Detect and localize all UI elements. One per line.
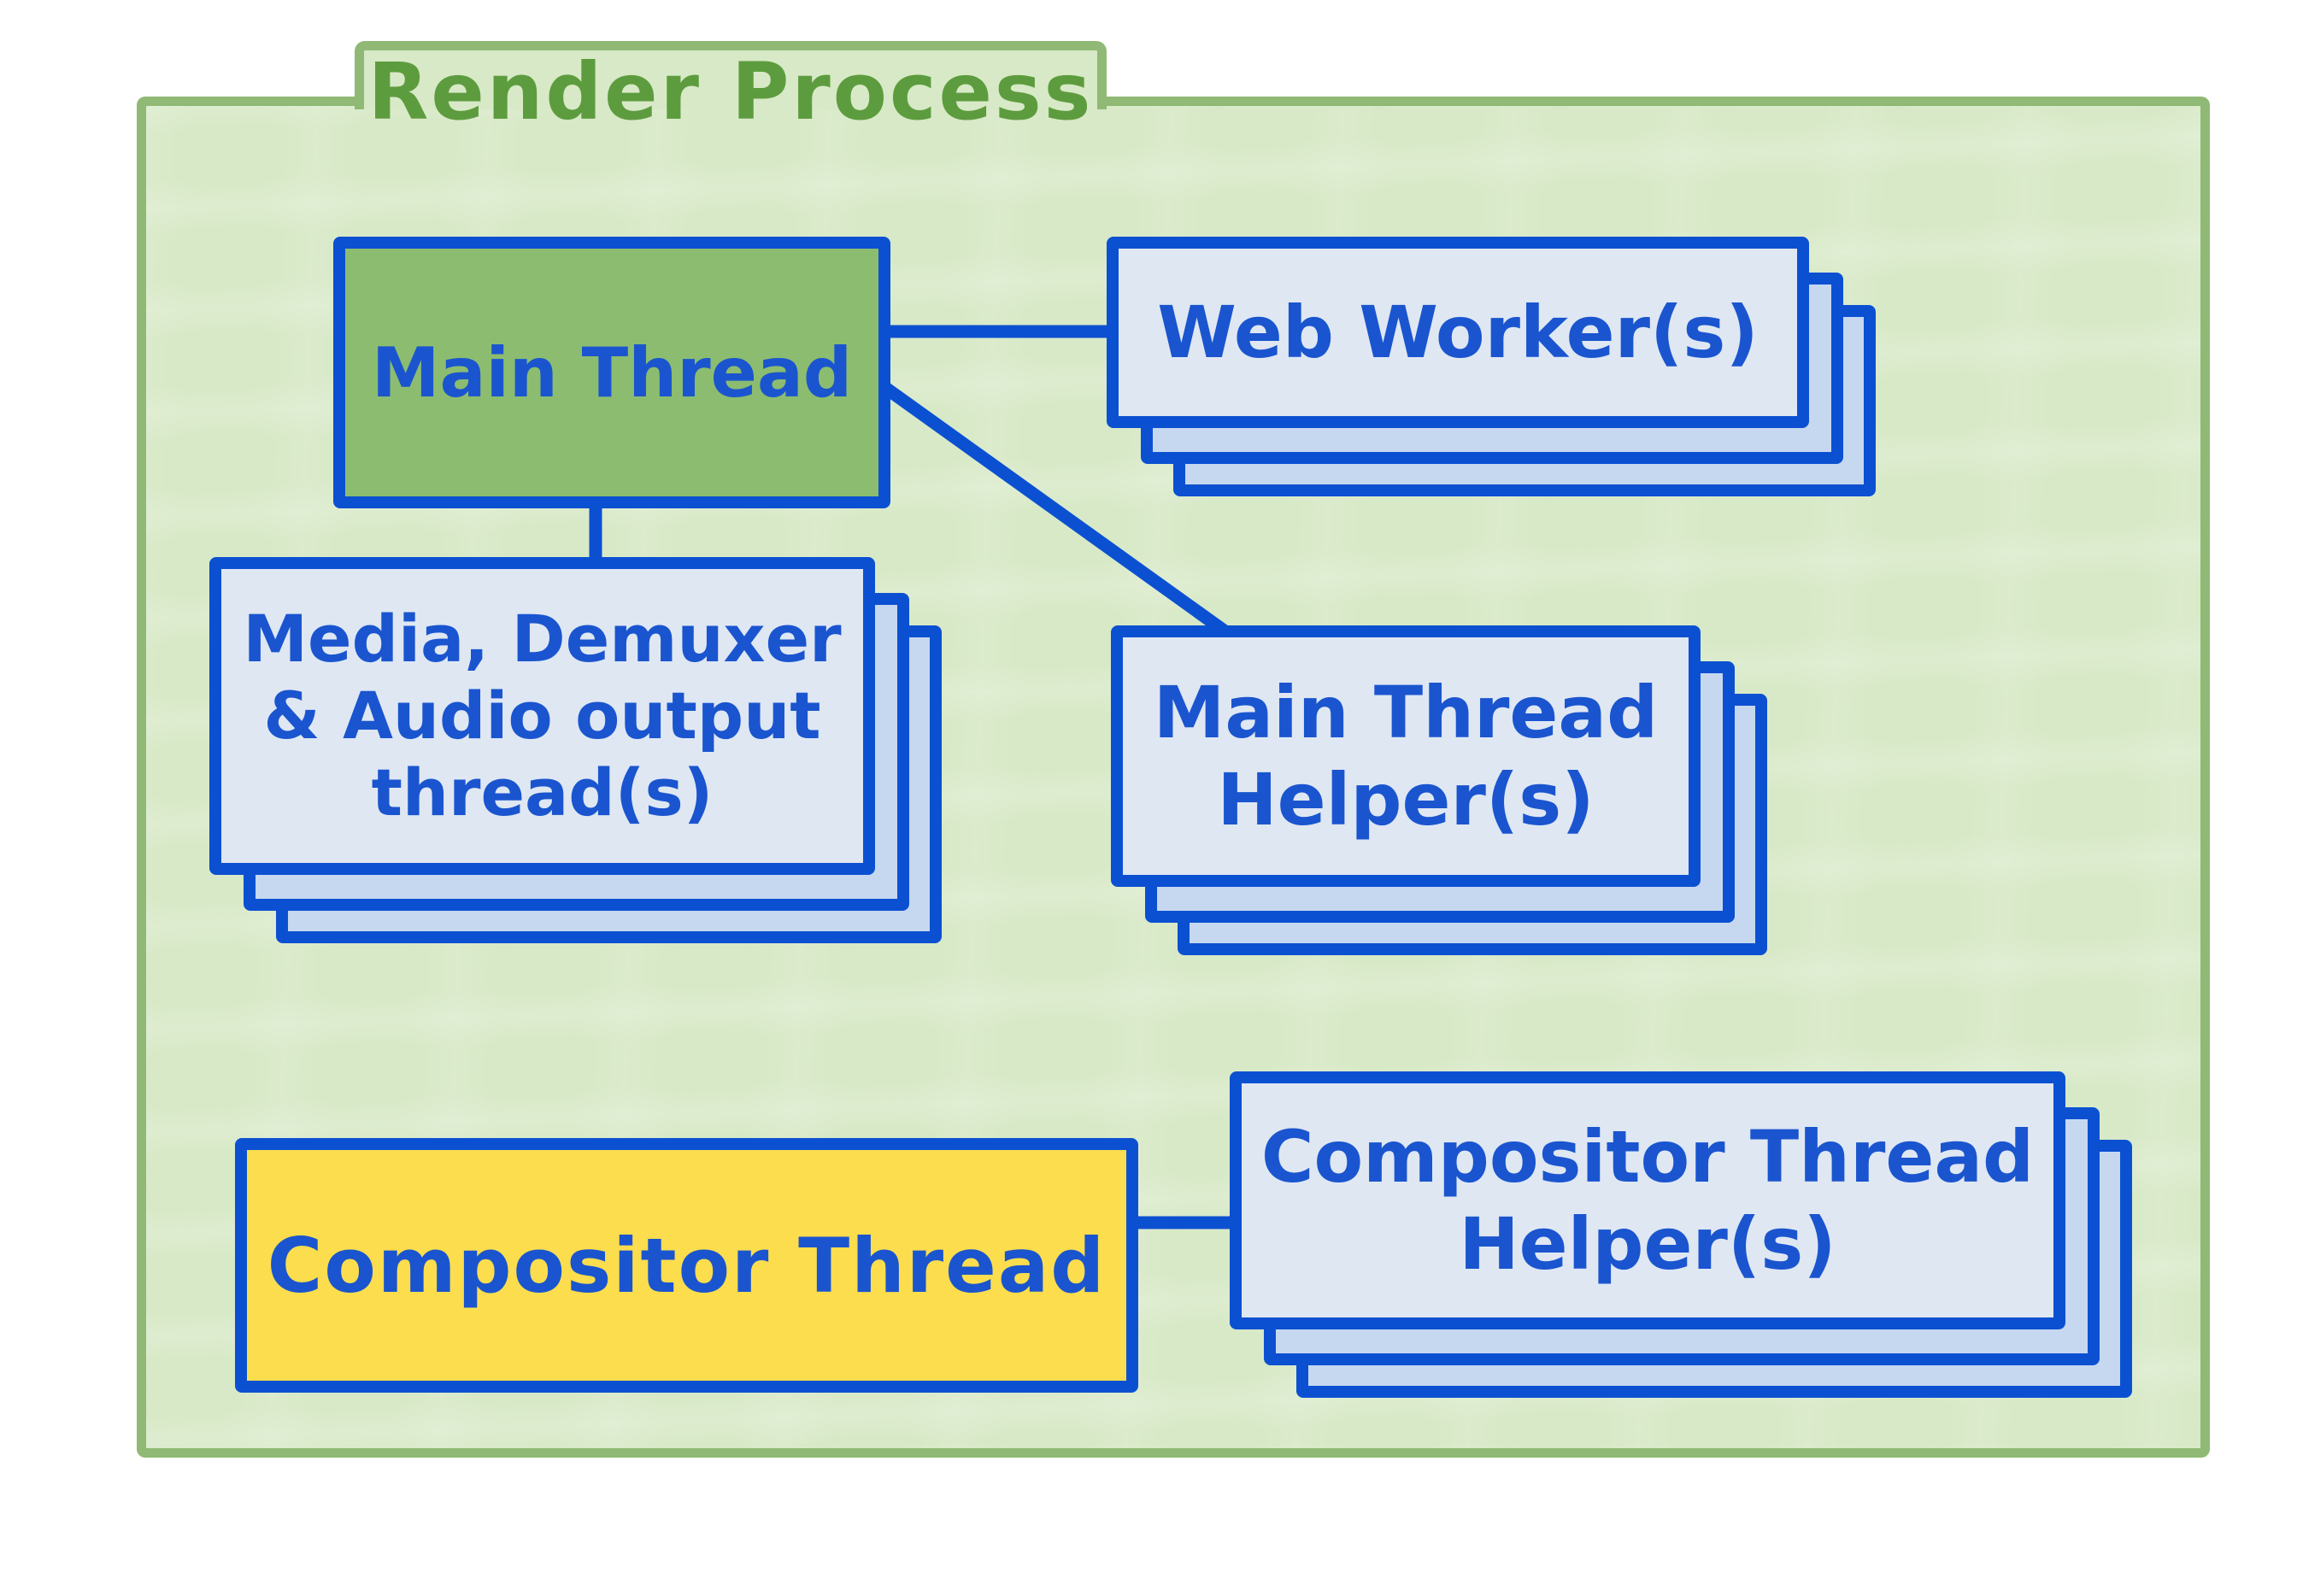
media-demuxer-audio-node: Media, Demuxer & Audio output thread(s) xyxy=(209,557,942,943)
compositor-thread-label: Compositor Thread xyxy=(267,1221,1107,1310)
main-thread-node: Main Thread xyxy=(333,237,890,508)
edge-main-thread-helpers xyxy=(874,377,1237,643)
render-process-tab xyxy=(355,41,1107,109)
media-label-line-3: thread(s) xyxy=(371,754,714,830)
web-workers-label: Web Worker(s) xyxy=(1157,290,1759,374)
diagram-title: Render Process xyxy=(367,46,1094,138)
compositor-thread-node: Compositor Thread xyxy=(235,1138,1138,1393)
compositor-thread-helpers-node: Compositor Thread Helper(s) xyxy=(1230,1071,2132,1398)
main-thread-helpers-node: Main Thread Helper(s) xyxy=(1111,625,1767,955)
web-workers-node: Web Worker(s) xyxy=(1107,237,1876,496)
main-thread-helpers-label-line-2: Helper(s) xyxy=(1217,758,1595,842)
main-thread-label: Main Thread xyxy=(371,332,853,413)
web-workers-front-card: Web Worker(s) xyxy=(1107,237,1809,428)
media-label-line-2: & Audio output xyxy=(263,678,821,754)
compositor-helpers-label-line-1: Compositor Thread xyxy=(1260,1114,2035,1199)
main-thread-helpers-label-line-1: Main Thread xyxy=(1153,670,1659,754)
media-label-line-1: Media, Demuxer xyxy=(243,601,842,678)
compositor-helpers-front-card: Compositor Thread Helper(s) xyxy=(1230,1071,2065,1329)
main-thread-helpers-front-card: Main Thread Helper(s) xyxy=(1111,625,1701,887)
compositor-helpers-label-line-2: Helper(s) xyxy=(1459,1202,1836,1286)
media-front-card: Media, Demuxer & Audio output thread(s) xyxy=(209,557,875,875)
